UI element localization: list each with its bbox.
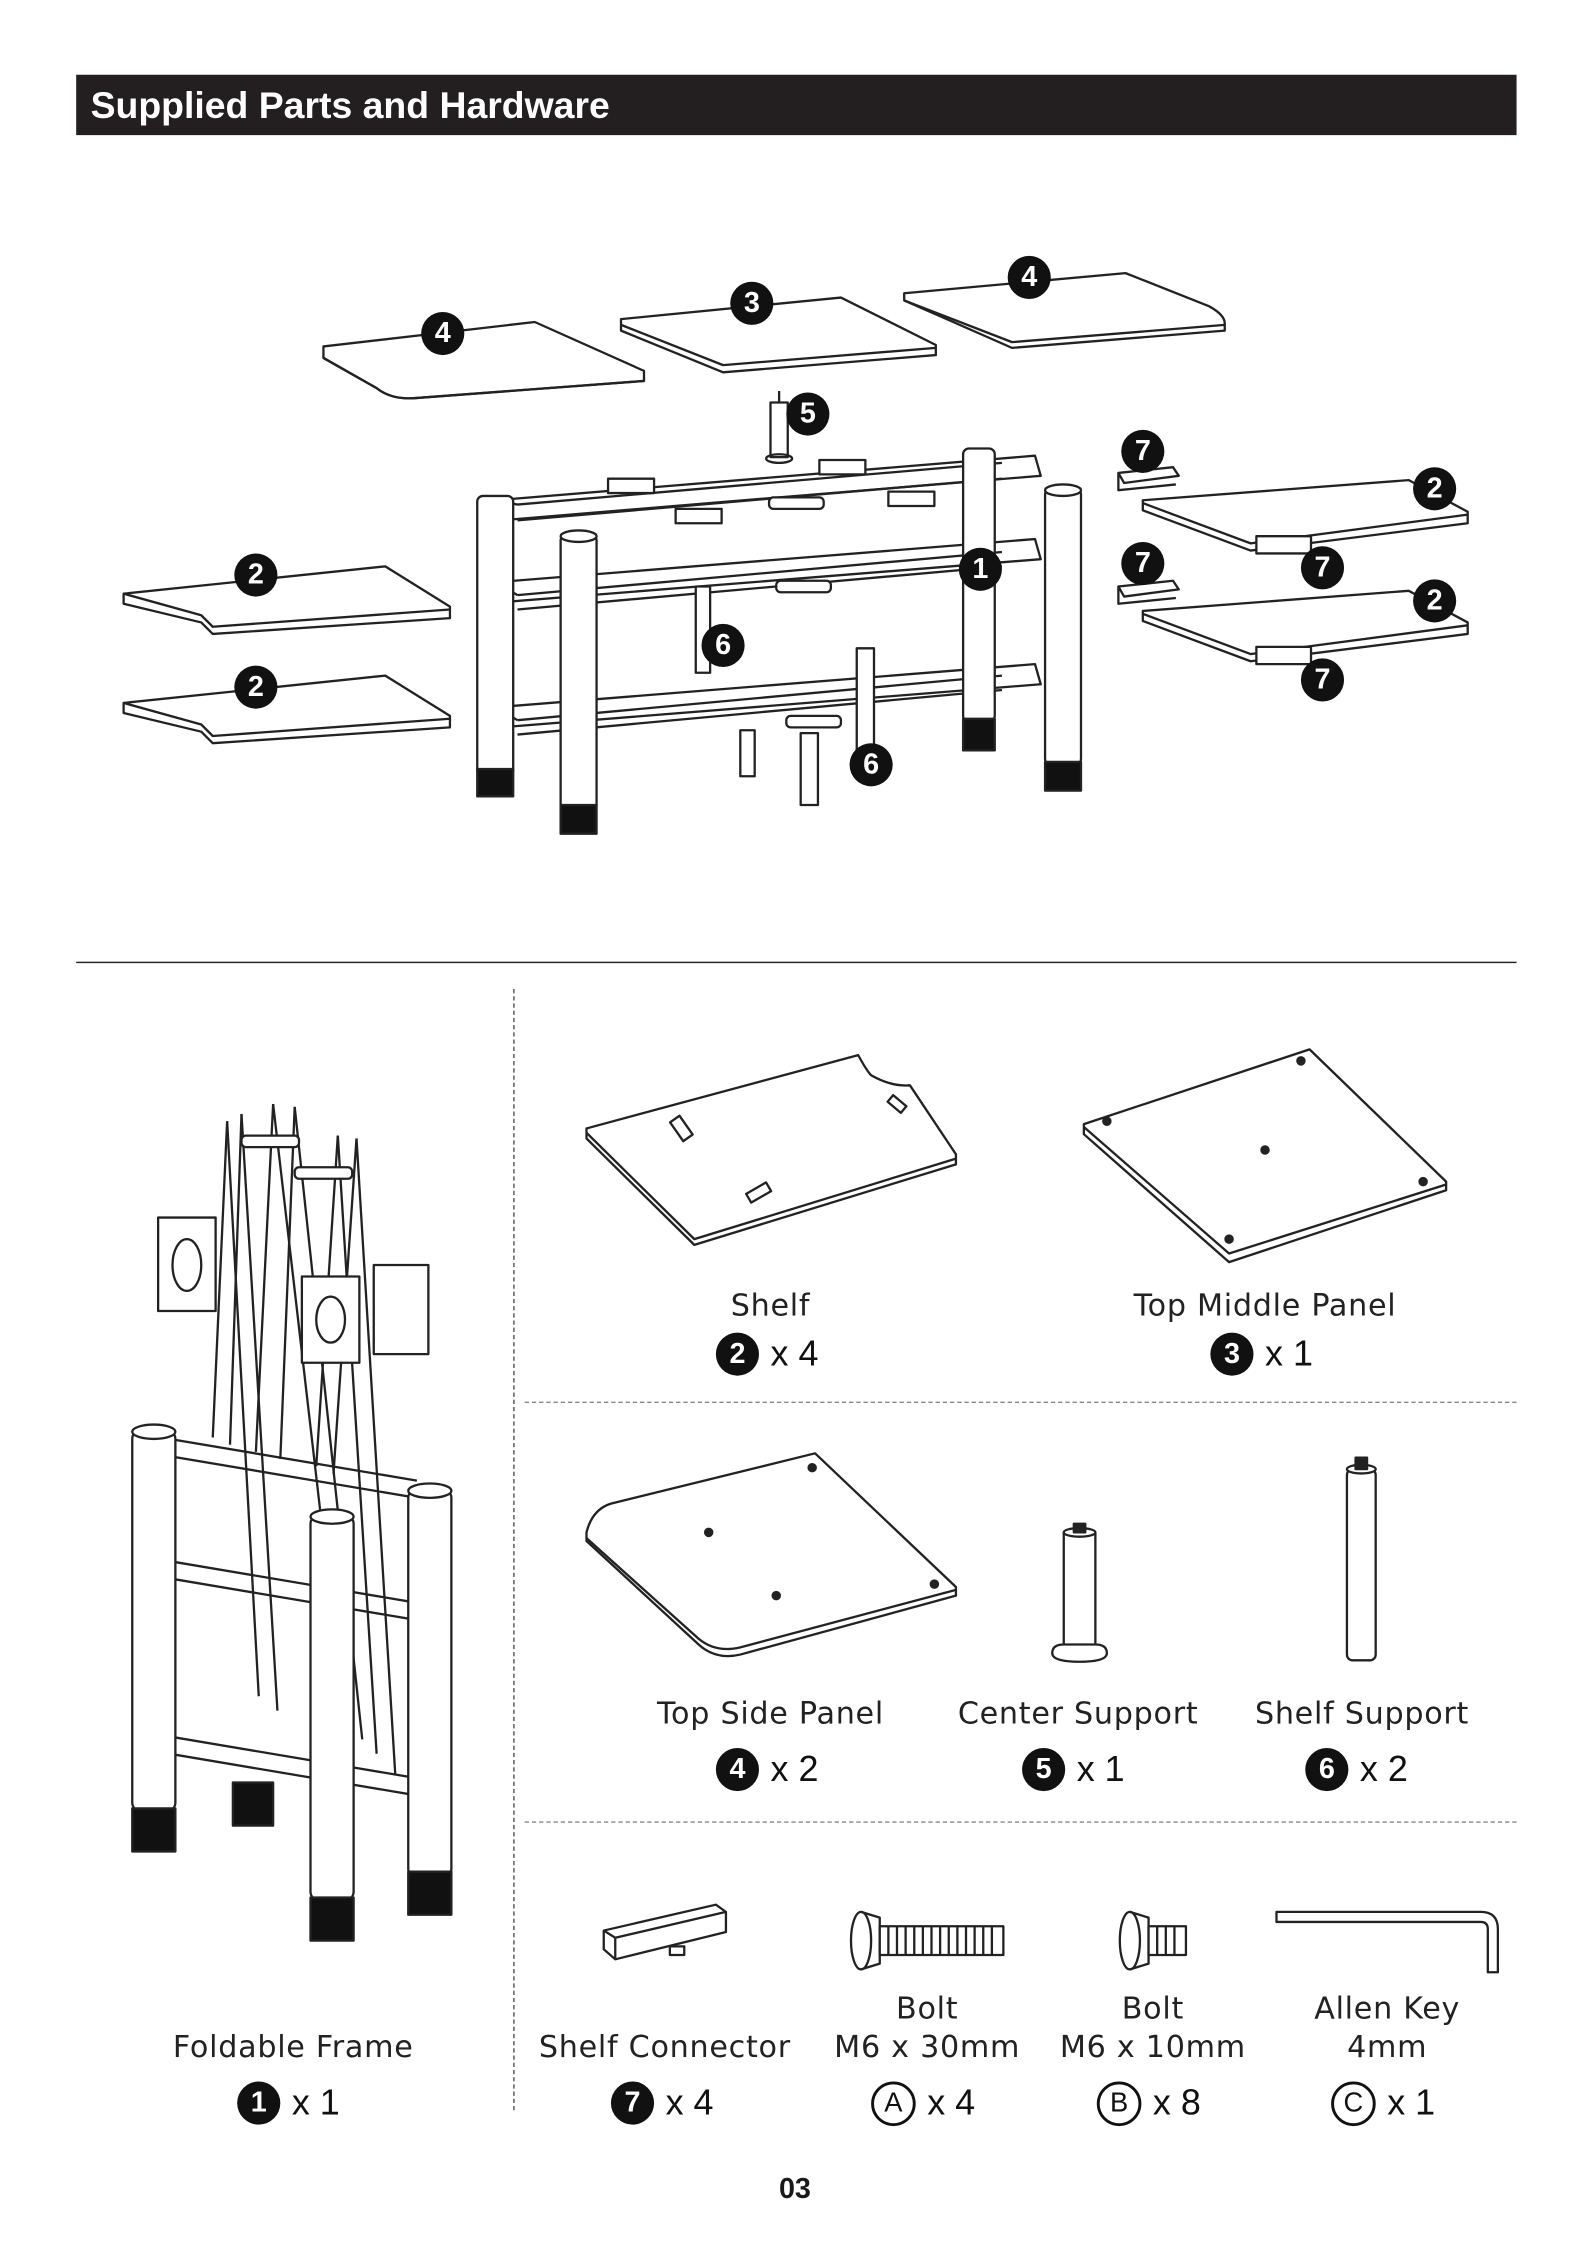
marker-5: 5 — [1022, 1748, 1065, 1791]
marker-7: 7 — [611, 2082, 654, 2125]
shelf-support-qty: 6 x 2 — [1305, 1748, 1408, 1791]
bolt-b-size: M6 x 10mm — [1052, 2030, 1253, 2065]
marker-2: 2 — [716, 1333, 759, 1376]
allen-key-illustration — [1277, 1912, 1498, 1972]
bolt-a-size: M6 x 30mm — [827, 2030, 1028, 2065]
quantity-text: x 4 — [666, 2082, 714, 2124]
allen-key-size: 4mm — [1294, 2030, 1481, 2065]
quantity-text: x 8 — [1153, 2083, 1201, 2125]
quantity-text: x 1 — [292, 2082, 340, 2124]
quantity-text: x 2 — [1360, 1749, 1408, 1791]
quantity-text: x 1 — [1387, 2083, 1435, 2125]
shelf-connector-label: Shelf Connector — [532, 2030, 798, 2065]
bolt-a-illustration — [851, 1912, 1003, 1970]
marker-b: B — [1097, 2082, 1142, 2127]
shelf-connector-illustration — [604, 1905, 726, 1960]
marker-3: 3 — [1210, 1333, 1253, 1376]
allen-key-qty: C x 1 — [1331, 2082, 1435, 2127]
bolt-a-qty: A x 4 — [871, 2082, 975, 2127]
bolt-b-label: Bolt — [1059, 1991, 1246, 2026]
marker-1: 1 — [237, 2082, 280, 2125]
quantity-text: x 1 — [1265, 1333, 1313, 1375]
top-middle-panel-label: Top Middle Panel — [1121, 1288, 1409, 1323]
quantity-text: x 4 — [927, 2083, 975, 2125]
center-support-illustration — [1052, 1524, 1107, 1662]
foldable-frame-label: Foldable Frame — [150, 2030, 438, 2065]
foldable-frame-illustration — [132, 1104, 451, 1941]
quantity-text: x 4 — [771, 1333, 819, 1375]
shelf-support-label: Shelf Support — [1236, 1696, 1488, 1731]
page-number: 03 — [762, 2174, 828, 2207]
shelf-illustration — [587, 1055, 956, 1245]
quantity-text: x 1 — [1077, 1749, 1125, 1791]
quantity-text: x 2 — [771, 1749, 819, 1791]
center-support-qty: 5 x 1 — [1022, 1748, 1125, 1791]
center-support-label: Center Support — [949, 1696, 1208, 1731]
top-middle-panel-illustration — [1084, 1049, 1446, 1262]
top-side-panel-label: Top Side Panel — [641, 1696, 900, 1731]
marker-a: A — [871, 2082, 916, 2127]
foldable-frame-qty: 1 x 1 — [237, 2082, 340, 2125]
shelf-label: Shelf — [699, 1288, 843, 1323]
top-middle-panel-qty: 3 x 1 — [1210, 1333, 1313, 1376]
allen-key-label: Allen Key — [1294, 1991, 1481, 2026]
marker-c: C — [1331, 2082, 1376, 2127]
bolt-b-qty: B x 8 — [1097, 2082, 1201, 2127]
marker-6: 6 — [1305, 1748, 1348, 1791]
bolt-a-label: Bolt — [834, 1991, 1021, 2026]
marker-4: 4 — [716, 1748, 759, 1791]
top-side-panel-illustration — [587, 1453, 956, 1656]
shelf-qty: 2 x 4 — [716, 1333, 819, 1376]
bolt-b-illustration — [1120, 1912, 1186, 1970]
shelf-support-illustration — [1347, 1458, 1376, 1661]
shelf-connector-qty: 7 x 4 — [611, 2082, 714, 2125]
top-side-panel-qty: 4 x 2 — [716, 1748, 819, 1791]
